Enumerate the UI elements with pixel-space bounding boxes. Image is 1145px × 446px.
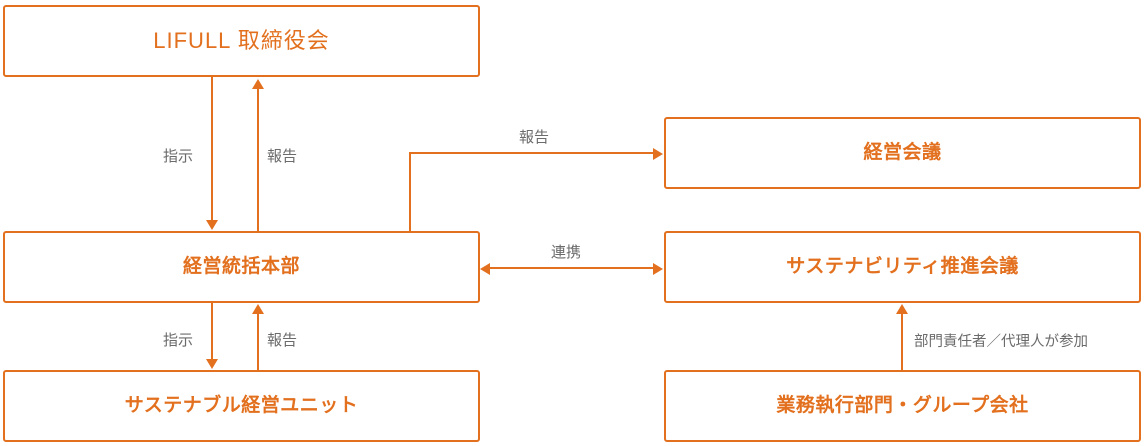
node-sustainable-management-unit[interactable]: サステナブル経営ユニット: [3, 370, 480, 442]
edge-unit-to-hq-line: [257, 313, 259, 370]
node-management-meeting[interactable]: 経営会議: [664, 117, 1141, 189]
node-management-hq[interactable]: 経営統括本部: [3, 231, 480, 303]
node-business-execution-group-companies-label: 業務執行部門・グループ会社: [776, 394, 1029, 416]
edge-hq-to-mgmt-meeting-label: 報告: [516, 126, 553, 147]
node-lifull-board-label: LIFULL 取締役会: [153, 27, 330, 53]
edge-hq-sus-meeting-arrowhead-left-icon: [480, 263, 490, 275]
edge-hq-to-board-line: [257, 88, 259, 231]
edge-unit-to-hq-label: 報告: [264, 329, 301, 350]
node-sustainable-management-unit-label: サステナブル経営ユニット: [124, 394, 359, 416]
edge-hq-to-board-label: 報告: [264, 145, 301, 166]
edge-hq-to-mgmt-meeting-vline: [409, 152, 411, 232]
edge-exec-to-sus-meeting-label: 部門責任者／代理人が参加: [911, 330, 1091, 351]
edge-exec-to-sus-meeting-line: [901, 313, 903, 370]
edge-hq-to-unit-arrowhead-icon: [206, 359, 218, 369]
edge-unit-to-hq-arrowhead-icon: [252, 304, 264, 314]
edge-hq-to-mgmt-meeting-arrowhead-icon: [653, 148, 663, 160]
edge-board-to-hq-arrowhead-icon: [206, 220, 218, 230]
node-sustainability-promotion-meeting[interactable]: サステナビリティ推進会議: [664, 231, 1141, 303]
edge-hq-to-mgmt-meeting-hline: [409, 152, 654, 154]
node-management-hq-label: 経営統括本部: [182, 255, 300, 277]
edge-hq-to-unit-label: 指示: [160, 329, 197, 350]
edge-hq-sus-meeting-line: [486, 267, 658, 269]
node-business-execution-group-companies[interactable]: 業務執行部門・グループ会社: [664, 370, 1141, 442]
node-management-meeting-label: 経営会議: [863, 141, 942, 163]
edge-hq-sus-meeting-arrowhead-right-icon: [653, 263, 663, 275]
edge-hq-sus-meeting-label: 連携: [548, 241, 585, 262]
edge-board-to-hq-line: [211, 77, 213, 221]
edge-exec-to-sus-meeting-arrowhead-icon: [896, 304, 908, 314]
edge-board-to-hq-label: 指示: [160, 145, 197, 166]
edge-hq-to-unit-line: [211, 303, 213, 360]
edge-hq-to-board-arrowhead-icon: [252, 79, 264, 89]
node-lifull-board[interactable]: LIFULL 取締役会: [3, 5, 480, 77]
node-sustainability-promotion-meeting-label: サステナビリティ推進会議: [786, 255, 1019, 277]
